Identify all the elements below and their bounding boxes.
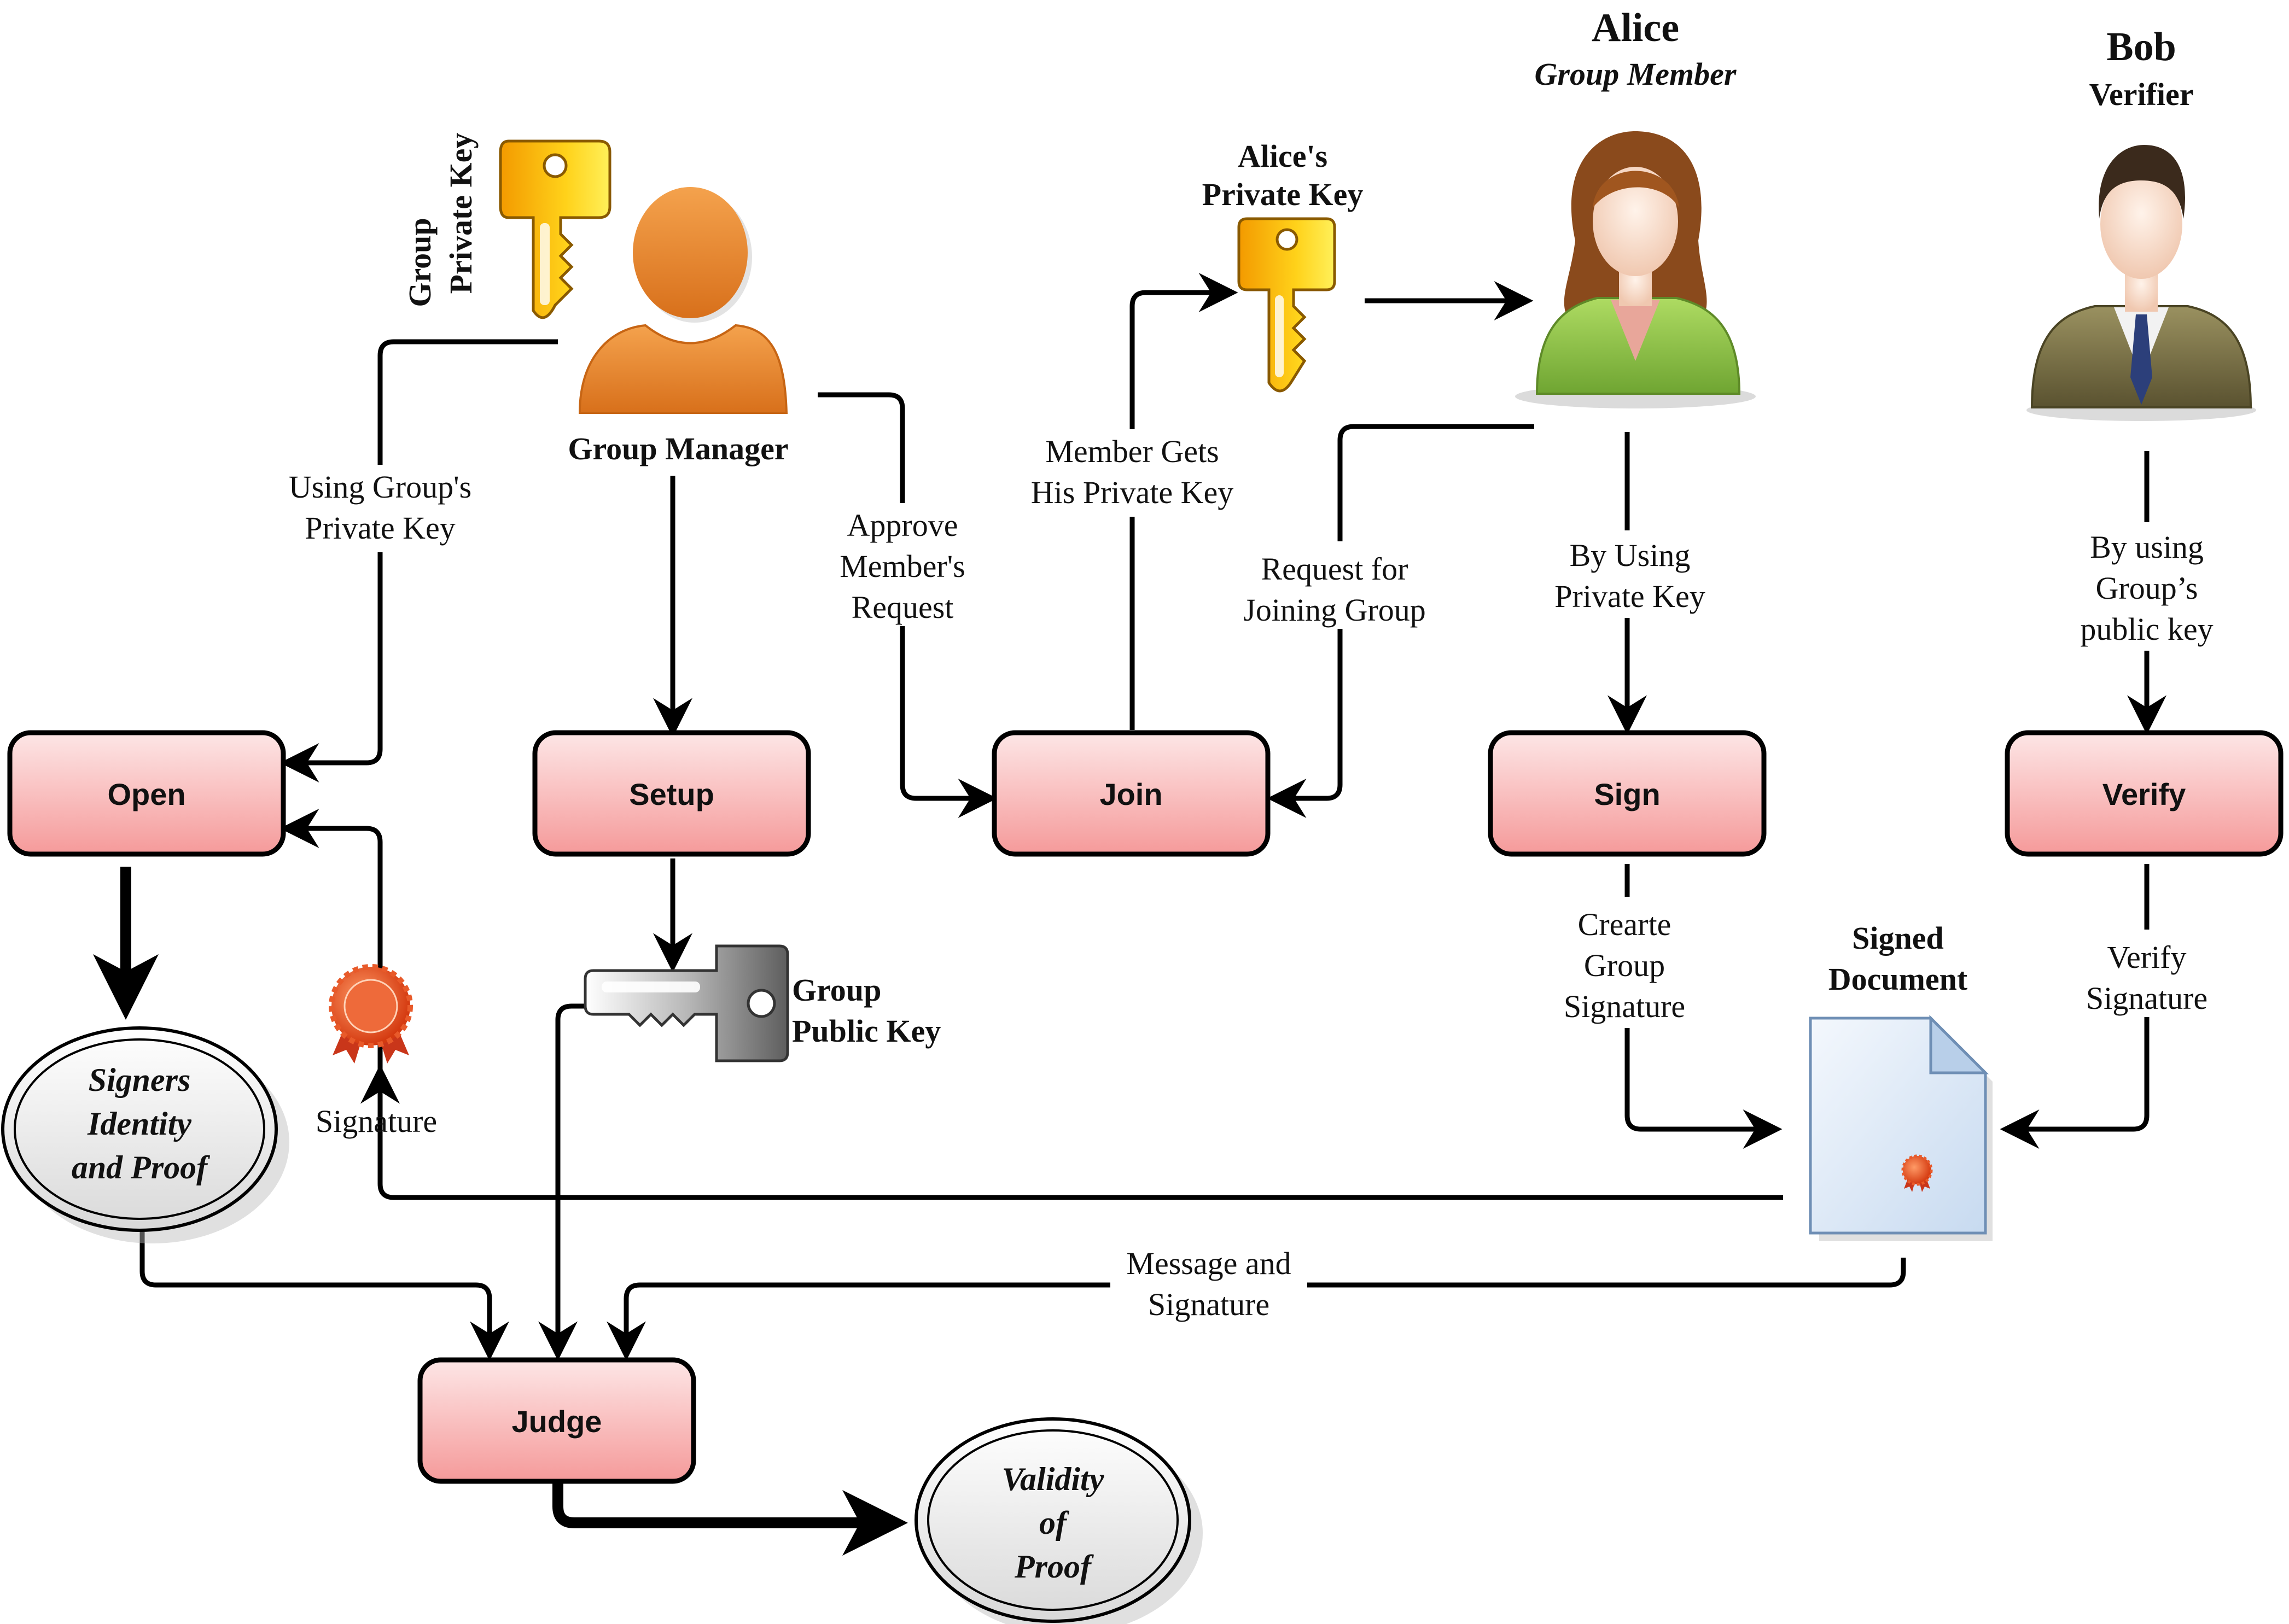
public-key-label-2: Public Key — [792, 1013, 941, 1049]
edge-verify-to-document — [2000, 864, 2150, 1149]
label-using-group-key-1: Using Group's — [289, 469, 471, 505]
edge-judge-to-validity — [552, 1479, 908, 1556]
bob-role: Verifier — [2089, 77, 2193, 112]
process-judge-label: Judge — [512, 1404, 602, 1439]
label-message-1: Message and — [1126, 1246, 1291, 1281]
edge-signers-to-judge — [139, 1230, 509, 1361]
label-by-using-1: By Using — [1570, 538, 1691, 573]
signers-line-1: Signers — [89, 1062, 191, 1098]
signed-doc-label-2: Document — [1828, 961, 1968, 997]
label-approve-2: Member's — [840, 548, 965, 584]
label-by-using-2: Private Key — [1554, 579, 1705, 614]
edge-sign-to-document — [1624, 864, 1783, 1149]
process-open-label: Open — [107, 777, 185, 811]
process-sign: Sign — [1488, 730, 1767, 857]
label-approve-3: Request — [852, 589, 954, 625]
process-verify-label: Verify — [2102, 777, 2186, 811]
golden-key-icon — [499, 139, 611, 319]
alice-key-label-2: Private Key — [1202, 177, 1364, 212]
label-create-sig-1: Crearte — [1578, 907, 1671, 942]
process-setup-label: Setup — [629, 777, 714, 811]
label-verify-sig-2: Signature — [2086, 980, 2208, 1016]
validity-line-2: of — [1039, 1505, 1069, 1541]
bob-name: Bob — [2106, 25, 2176, 69]
process-join-label: Join — [1099, 777, 1162, 811]
label-request-join-1: Request for — [1261, 551, 1408, 587]
label-by-using-group-1: By using — [2090, 529, 2204, 565]
alice-key-label-1: Alice's — [1238, 138, 1327, 174]
alice-name: Alice — [1592, 5, 1679, 50]
signed-doc-label-1: Signed — [1852, 920, 1944, 956]
process-verify: Verify — [2005, 730, 2284, 857]
edge-public-key-to-judge — [538, 1003, 588, 1361]
label-signature: Signature — [316, 1103, 437, 1139]
manager-label: Group Manager — [568, 431, 788, 466]
validity-line-1: Validity — [1002, 1461, 1104, 1497]
label-message-2: Signature — [1148, 1287, 1269, 1322]
process-judge: Judge — [417, 1357, 696, 1484]
group-private-key-line-1: Group — [402, 218, 438, 307]
label-approve-1: Approve — [847, 507, 958, 543]
label-using-group-key-2: Private Key — [305, 510, 455, 546]
seal-icon — [329, 964, 413, 1064]
signers-line-2: Identity — [87, 1106, 191, 1142]
process-setup: Setup — [532, 730, 811, 857]
bob-person-icon — [2026, 145, 2256, 421]
label-create-sig-2: Group — [1584, 948, 1665, 983]
silver-key-icon — [584, 944, 789, 1062]
label-by-using-group-3: public key — [2080, 611, 2213, 647]
label-request-join-2: Joining Group — [1243, 592, 1426, 628]
label-create-sig-3: Signature — [1564, 989, 1685, 1024]
label-member-gets-2: His Private Key — [1031, 475, 1234, 510]
process-join: Join — [992, 730, 1271, 857]
edge-join-to-alice-key — [1129, 273, 1238, 730]
golden-key-icon — [1237, 217, 1336, 393]
seal-icon — [1901, 1154, 1933, 1192]
process-sign-label: Sign — [1594, 777, 1660, 811]
output-signers-identity: Signers Identity and Proof — [1, 1026, 289, 1243]
label-member-gets-1: Member Gets — [1045, 434, 1219, 469]
group-private-key-label: Group Private Key — [402, 133, 479, 307]
alice-role: Group Member — [1535, 56, 1737, 92]
validity-line-3: Proof — [1014, 1549, 1094, 1585]
signers-line-3: and Proof — [72, 1149, 210, 1185]
label-verify-sig-1: Verify — [2107, 939, 2187, 975]
manager-person-icon — [578, 187, 788, 414]
public-key-label-1: Group — [792, 972, 881, 1008]
process-open: Open — [7, 730, 286, 857]
document-icon — [1809, 1014, 1993, 1241]
label-by-using-group-2: Group’s — [2096, 570, 2198, 606]
output-validity-of-proof: Validity of Proof — [915, 1417, 1203, 1624]
alice-person-icon — [1515, 131, 1756, 408]
edge-labels: Using Group's Private Key Approve Member… — [273, 429, 2232, 1326]
group-private-key-line-2: Private Key — [443, 133, 479, 294]
